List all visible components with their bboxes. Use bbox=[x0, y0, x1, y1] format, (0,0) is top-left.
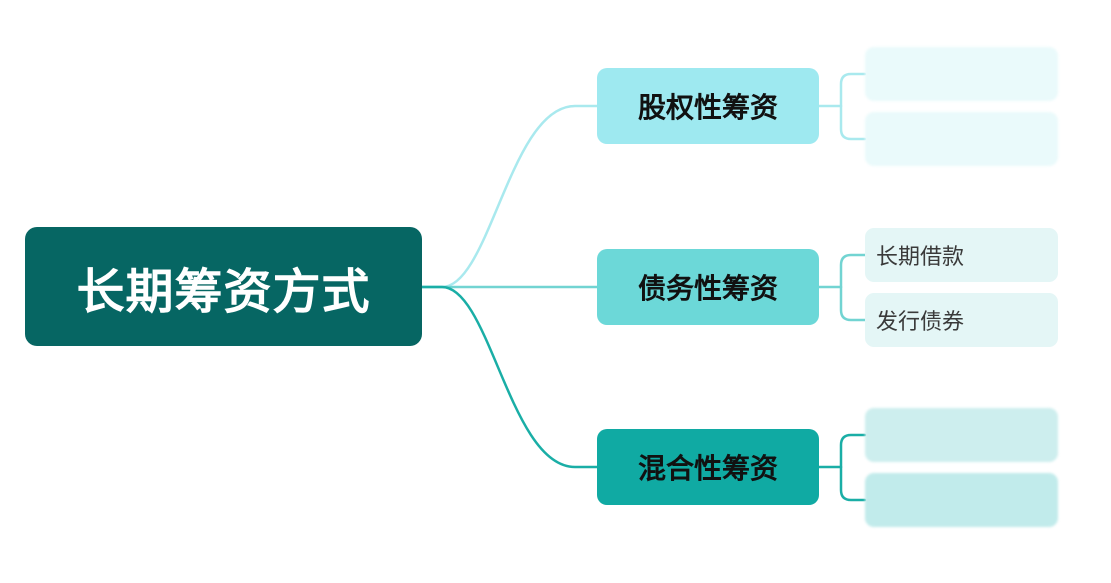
branch-node-debt[interactable]: 债务性筹资 bbox=[597, 249, 819, 325]
leaf-node[interactable] bbox=[865, 473, 1058, 527]
leaf-node[interactable] bbox=[865, 408, 1058, 462]
branch-node-hybrid[interactable]: 混合性筹资 bbox=[597, 429, 819, 505]
leaf-node[interactable] bbox=[865, 47, 1058, 101]
connector-equity bbox=[420, 104, 599, 289]
connector-equity-bracket bbox=[839, 72, 867, 141]
leaf-node-bond-issuance[interactable]: 发行债券 bbox=[865, 293, 1058, 347]
root-node[interactable]: 长期筹资方式 bbox=[25, 227, 422, 346]
connector-hybrid-bracket bbox=[839, 433, 867, 502]
leaf-node[interactable] bbox=[865, 112, 1058, 166]
leaf-node-long-term-loan[interactable]: 长期借款 bbox=[865, 228, 1058, 282]
connector-debt-bracket bbox=[839, 253, 867, 322]
connector-hybrid bbox=[420, 285, 599, 469]
branch-node-equity[interactable]: 股权性筹资 bbox=[597, 68, 819, 144]
